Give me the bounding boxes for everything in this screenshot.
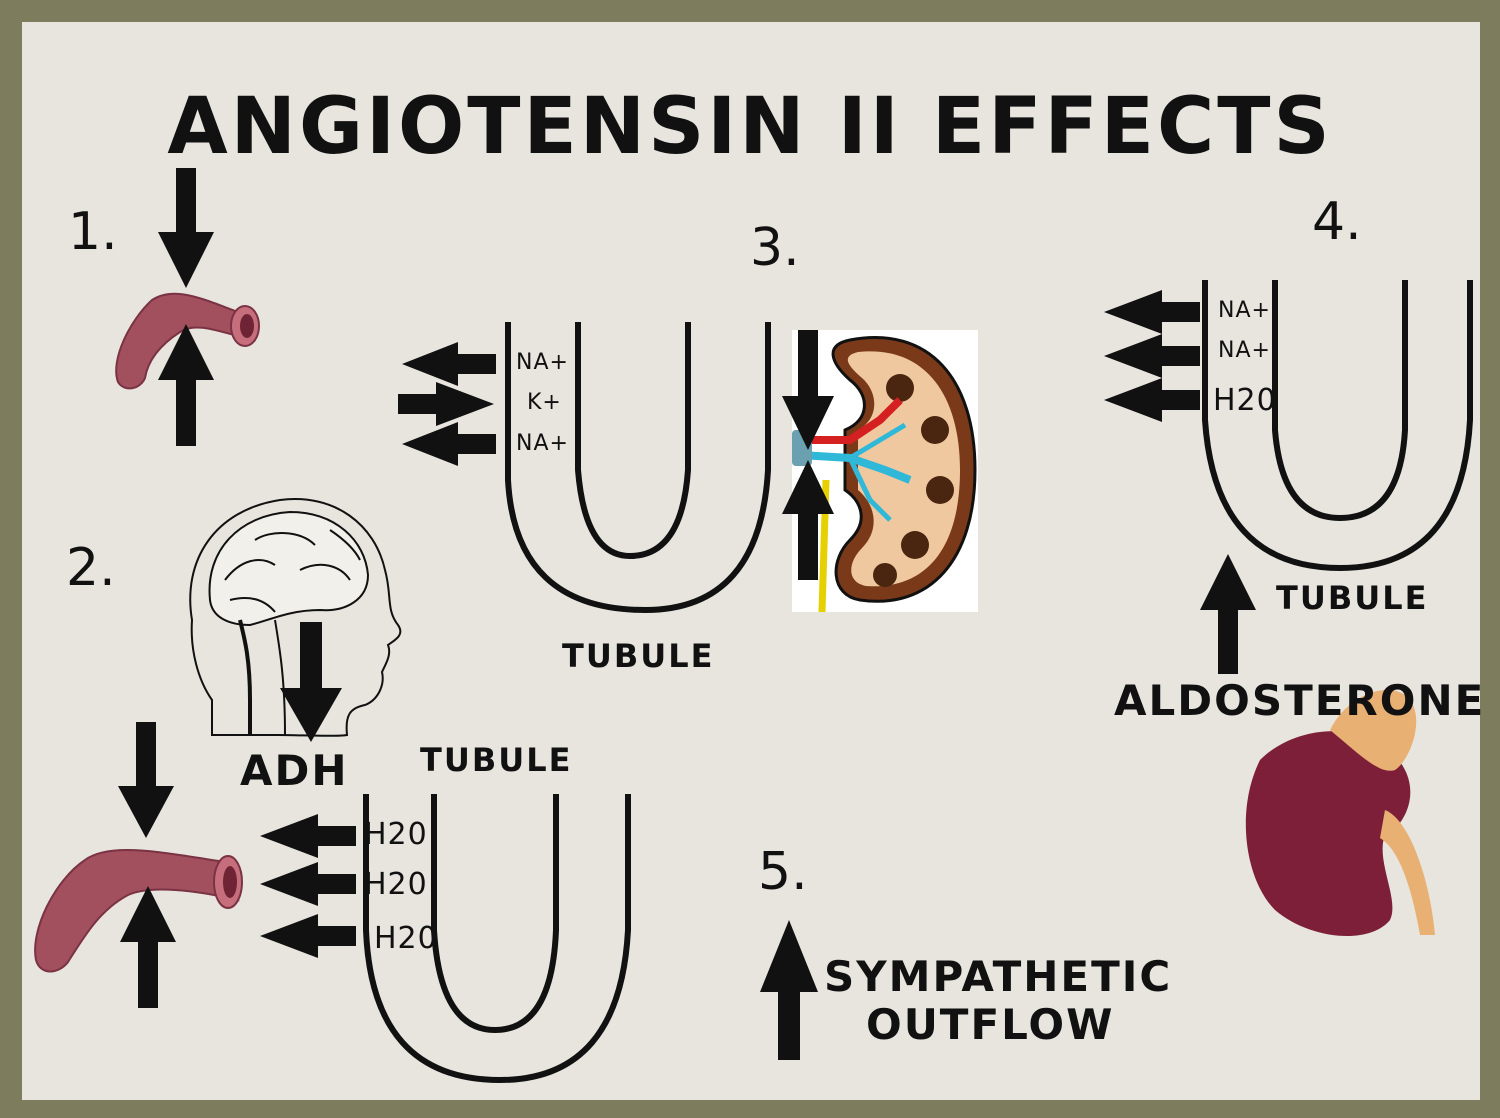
effect-number-3: 3. <box>750 218 800 278</box>
left-arrow-icon <box>260 914 356 958</box>
aldosterone-label: ALDOSTERONE <box>1114 676 1486 725</box>
blood-vessel-icon <box>115 292 260 390</box>
left-arrow-icon <box>402 342 496 386</box>
ion-label: K+ <box>527 390 562 415</box>
ion-label: NA+ <box>516 350 569 375</box>
left-arrow-icon <box>1104 334 1200 378</box>
ion-label: NA+ <box>1218 298 1271 323</box>
constriction-arrows-3 <box>782 330 834 580</box>
left-arrow-icon <box>260 814 356 858</box>
brain-head-icon <box>189 498 402 737</box>
effect-number-2: 2. <box>66 538 116 598</box>
vasoconstriction-graphic-2 <box>34 722 243 1008</box>
u-tubule-2 <box>363 794 631 1084</box>
kidney-icon <box>792 330 978 613</box>
left-arrow-icon <box>1104 290 1200 334</box>
sympathetic-label-line2: OUTFLOW <box>866 1000 1115 1049</box>
ion-label: H20 <box>364 817 428 852</box>
blood-vessel-icon <box>34 849 243 973</box>
effect-number-4: 4. <box>1312 192 1362 252</box>
ion-label: H20 <box>374 921 438 956</box>
down-arrow-icon <box>158 168 214 288</box>
left-arrow-icon <box>260 862 356 906</box>
ion-label: H20 <box>364 867 428 902</box>
effect-number-1: 1. <box>68 202 118 262</box>
tubule-label: TUBULE <box>420 741 573 779</box>
up-arrow-icon <box>760 920 818 1060</box>
adh-label: ADH <box>240 746 349 795</box>
ion-label: NA+ <box>1218 338 1271 363</box>
up-arrow-icon <box>158 324 214 446</box>
adrenal-gland-icon <box>1245 690 1435 937</box>
down-arrow-icon <box>118 722 174 838</box>
left-arrow-icon <box>1104 378 1200 422</box>
down-arrow-icon <box>782 330 834 450</box>
ion-label: NA+ <box>516 431 569 456</box>
slide-title: ANGIOTENSIN II EFFECTS <box>167 82 1333 172</box>
right-arrow-icon <box>398 382 494 426</box>
u-tubule-3 <box>505 322 771 614</box>
ion-arrows-4 <box>1104 290 1200 422</box>
ion-arrows-3 <box>398 342 496 466</box>
up-arrow-icon <box>120 886 176 1008</box>
sympathetic-label-line1: SYMPATHETIC <box>824 952 1173 1001</box>
vasoconstriction-graphic-1 <box>115 168 260 446</box>
ion-arrows-2 <box>260 814 356 958</box>
up-arrow-icon <box>1200 554 1256 674</box>
u-tubule-4 <box>1202 280 1473 572</box>
down-arrow-icon <box>280 622 342 742</box>
left-arrow-icon <box>402 422 496 466</box>
up-arrow-icon <box>782 460 834 580</box>
ion-label: H20 <box>1213 383 1277 418</box>
tubule-label: TUBULE <box>562 637 715 675</box>
effect-number-5: 5. <box>758 842 808 902</box>
tubule-label: TUBULE <box>1276 579 1429 617</box>
